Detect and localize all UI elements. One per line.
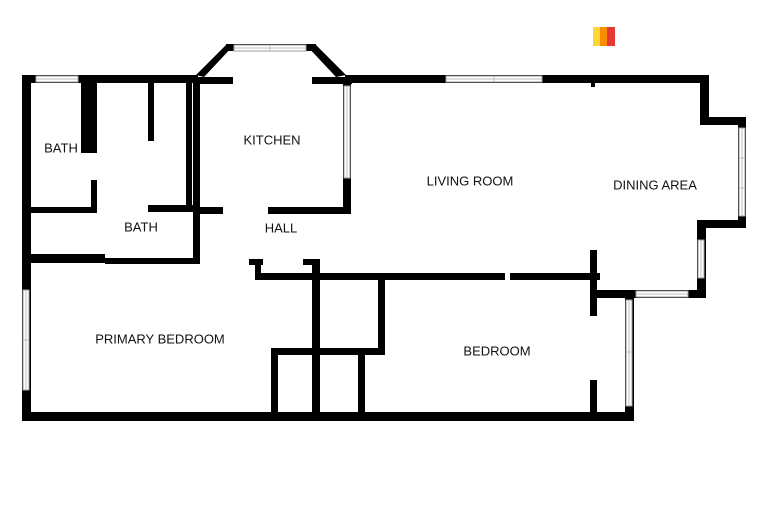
room-label-bath-center: BATH: [124, 219, 158, 234]
room-label-kitchen: KITCHEN: [243, 132, 300, 147]
room-label-hall: HALL: [265, 220, 298, 235]
brand-logo-icon: [593, 27, 615, 46]
room-label-primary-bedroom: PRIMARY BEDROOM: [95, 331, 225, 346]
room-label-bath-left: BATH: [44, 140, 78, 155]
room-label-living-room: LIVING ROOM: [427, 173, 514, 188]
windows: [22, 44, 746, 407]
room-label-bedroom: BEDROOM: [463, 343, 530, 358]
room-labels: BATH BATH KITCHEN HALL LIVING ROOM DININ…: [44, 132, 697, 358]
room-label-dining-area: DINING AREA: [613, 177, 697, 192]
